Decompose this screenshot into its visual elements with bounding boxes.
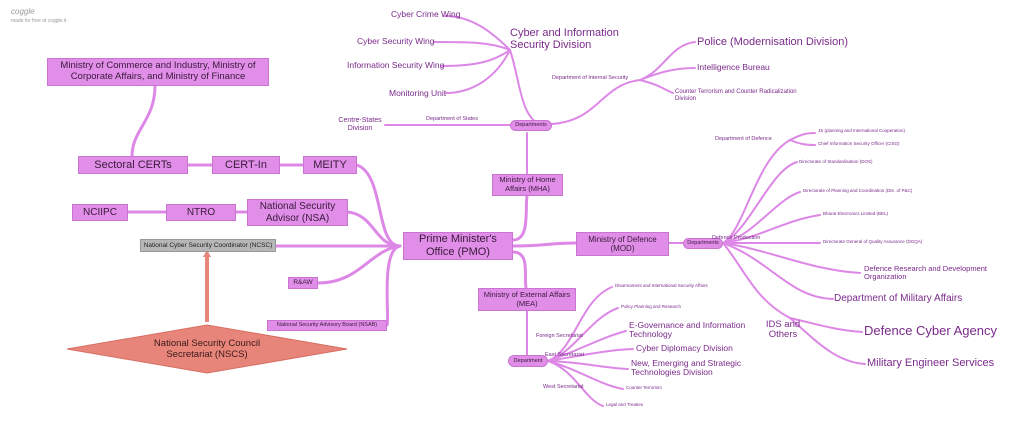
arrow-ncsc-icon — [203, 250, 211, 257]
mea-box[interactable]: Ministry of External Affairs (MEA) — [478, 288, 576, 311]
dept-internal-security-label[interactable]: Department of Internal Security — [552, 75, 629, 81]
dpc-label[interactable]: Directorate of Planning and Coordination… — [803, 188, 913, 193]
connector-departments-bel — [722, 214, 821, 244]
east-secretariat-label[interactable]: East Secretariat — [545, 352, 585, 358]
nscs-label[interactable]: National Security Council Secretariat (N… — [153, 338, 261, 360]
connector-departments-dma — [722, 242, 834, 300]
connector-cyberdiv-info — [441, 49, 511, 67]
cyber-crime-wing-label[interactable]: Cyber Crime Wing — [391, 9, 461, 19]
connector-pmo-nsab — [385, 244, 402, 327]
ministry-commerce-box[interactable]: Ministry of Commerce and Industry, Minis… — [47, 58, 269, 86]
connector-department-cyberdip — [547, 348, 634, 362]
coggle-logo: coggle — [11, 7, 35, 16]
egov-it-label[interactable]: E-Governance and Information Technology — [629, 320, 746, 340]
nsab-box[interactable]: National Security Advisory Board (NSAB) — [267, 320, 387, 331]
mea-department-pill[interactable]: Department — [508, 355, 548, 367]
connector-departments-ids — [722, 242, 791, 319]
monitoring-unit-label[interactable]: Monitoring Unit — [389, 88, 447, 98]
centre-states-division-label[interactable]: Centre-States Division — [338, 117, 382, 132]
connector-ids-mes — [789, 317, 866, 365]
pmo-box[interactable]: Prime Minister's Office (PMO) — [403, 232, 513, 260]
cyber-diplomacy-label[interactable]: Cyber Diplomacy Division — [636, 343, 733, 353]
connector-department-egov — [547, 330, 627, 362]
connector-departments-internal — [551, 79, 641, 125]
sectoral-certs-box[interactable]: Sectoral CERTs — [78, 156, 188, 174]
connector-sectoral-ministry — [130, 84, 157, 158]
policy-planning-label[interactable]: Policy Planning and Research — [621, 304, 682, 309]
cyber-security-wing-label[interactable]: Cyber Security Wing — [357, 36, 435, 46]
ctcr-division-label[interactable]: Counter Terrorism and Counter Radicaliza… — [675, 89, 797, 102]
connector-pmo-raw — [316, 244, 402, 285]
connector-pmo-mea — [511, 250, 528, 290]
dos-label[interactable]: Directorate of Standardisation (DOS) — [799, 159, 873, 164]
cert-in-box[interactable]: CERT-In — [212, 156, 280, 174]
connector-cyberdiv-crime — [444, 15, 511, 51]
js-planning-label[interactable]: JS (planning and International Cooperati… — [818, 128, 906, 133]
connector-ids-dca — [789, 317, 863, 333]
defence-production-label[interactable]: Defence Production — [712, 235, 761, 241]
bel-label[interactable]: Bharat Electronics Limited (BEL) — [823, 211, 889, 216]
connector-internal-ctcr — [639, 79, 674, 94]
legal-treaties-label[interactable]: Legal and Treaties — [606, 402, 644, 407]
ciso-label[interactable]: Chief Information Security Officer (CISO… — [818, 141, 900, 146]
raw-box[interactable]: R&AW — [288, 277, 318, 289]
nsa-box[interactable]: National Security Advisor (NSA) — [247, 199, 348, 226]
west-secretariat-label[interactable]: West Secretariat — [543, 384, 584, 390]
connector-departments-defence — [722, 139, 791, 244]
connector-department-legal — [547, 360, 604, 407]
mha-departments-pill[interactable]: Departments — [510, 120, 552, 131]
disarmament-label[interactable]: Disarmament and International Security A… — [615, 283, 708, 288]
military-engineer-services-label[interactable]: Military Engineer Services — [867, 357, 995, 369]
connector-internal-ib — [639, 67, 696, 81]
mod-departments-pill[interactable]: Departments — [683, 238, 723, 249]
dept-states-label[interactable]: Department of States — [426, 116, 478, 122]
mha-box[interactable]: Ministry of Home Affairs (MHA) — [492, 174, 563, 196]
connector-cyberdiv-security — [433, 41, 511, 51]
nscs-diamond — [66, 324, 348, 374]
connector-department-nest — [547, 360, 629, 370]
ntro-box[interactable]: NTRO — [166, 204, 236, 221]
connector-department-ct — [547, 360, 624, 390]
intelligence-bureau-label[interactable]: Intelligence Bureau — [697, 62, 770, 72]
counter-terrorism-label[interactable]: Counter Terrorism — [626, 385, 662, 390]
information-security-wing-label[interactable]: Information Security Wing — [347, 60, 445, 70]
foreign-secretariat-label[interactable]: Foreign Secretariat — [536, 333, 583, 339]
nest-division-label[interactable]: New, Emerging and Strategic Technologies… — [631, 358, 742, 378]
dgqa-label[interactable]: Directorate General of Quality Assurance… — [823, 239, 923, 244]
ncsc-box[interactable]: National Cyber Security Coordinator (NCS… — [140, 239, 276, 252]
connector-departments-drdo — [722, 242, 861, 274]
connector-cyberdiv-monitoring — [445, 49, 511, 94]
coggle-tagline: made for free at coggle.it — [11, 18, 67, 24]
dept-defence-label[interactable]: Department of Defence — [715, 136, 772, 142]
ids-others-label[interactable]: IDS and Others — [765, 319, 801, 341]
connector-pmo-meity — [355, 163, 402, 248]
connector-defence-ciso — [789, 139, 816, 146]
defence-cyber-agency-label[interactable]: Defence Cyber Agency — [864, 323, 997, 338]
connector-departments-cyberdiv — [509, 49, 541, 126]
connector-defence-js — [789, 132, 816, 141]
cyber-info-division-label[interactable]: Cyber and Information Security Division — [510, 27, 619, 52]
nciipc-box[interactable]: NCIIPC — [72, 204, 128, 221]
meity-box[interactable]: MEITY — [303, 156, 357, 174]
connector-departments-dpc — [722, 191, 801, 244]
connector-pmo-mod — [511, 241, 578, 248]
dma-label[interactable]: Department of Military Affairs — [834, 293, 963, 304]
connector-pmo-mha — [511, 194, 529, 242]
police-modernisation-label[interactable]: Police (Modernisation Division) — [697, 36, 849, 48]
drdo-label[interactable]: Defence Research and Development Organiz… — [864, 264, 987, 282]
connector-departments-dos — [722, 161, 798, 244]
mod-box[interactable]: Ministry of Defence (MOD) — [576, 232, 669, 256]
connector-department-disarmament — [547, 286, 613, 362]
